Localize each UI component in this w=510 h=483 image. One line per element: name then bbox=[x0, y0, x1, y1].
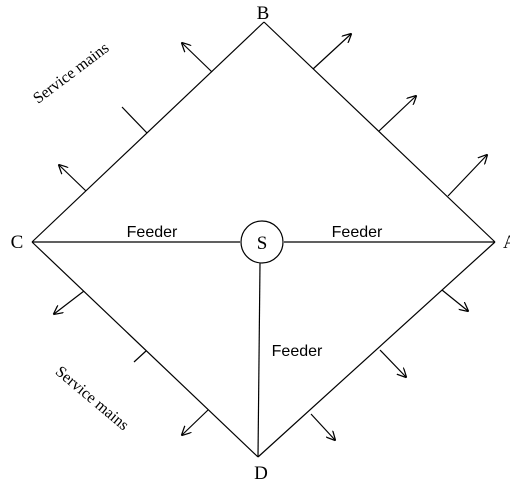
feeder-label-right: Feeder bbox=[332, 224, 383, 241]
service-main-stub bbox=[133, 350, 147, 363]
substation-circle bbox=[240, 220, 284, 264]
node-label-d: D bbox=[254, 463, 268, 483]
service-main-arrow bbox=[379, 349, 406, 377]
service-main-arrow bbox=[447, 155, 487, 197]
ring-main-bc bbox=[31, 21, 265, 243]
service-main-arrow bbox=[182, 409, 209, 435]
node-label-a: A bbox=[503, 232, 510, 253]
node-label-b: B bbox=[257, 3, 270, 24]
service-main-arrow bbox=[312, 34, 351, 70]
substation-label: S bbox=[257, 233, 268, 254]
service-mains-label-lower: Service mains bbox=[52, 363, 132, 434]
service-main-arrow bbox=[441, 289, 468, 311]
service-main-arrow bbox=[378, 96, 416, 132]
feeder-label-left: Feeder bbox=[127, 224, 178, 241]
node-label-c: C bbox=[11, 232, 24, 253]
service-mains-label-upper: Service mains bbox=[30, 39, 112, 107]
service-main-arrow bbox=[54, 290, 85, 314]
service-main-arrow bbox=[310, 413, 335, 440]
service-main-arrow bbox=[59, 165, 87, 192]
feeder-label-down: Feeder bbox=[272, 343, 323, 360]
service-main-stub bbox=[121, 106, 148, 134]
ring-main-ad bbox=[257, 241, 496, 458]
ring-main-ba bbox=[263, 21, 496, 243]
feeder-line-down bbox=[257, 262, 261, 458]
ring-main-cd bbox=[31, 241, 259, 458]
service-main-arrow bbox=[182, 43, 213, 73]
